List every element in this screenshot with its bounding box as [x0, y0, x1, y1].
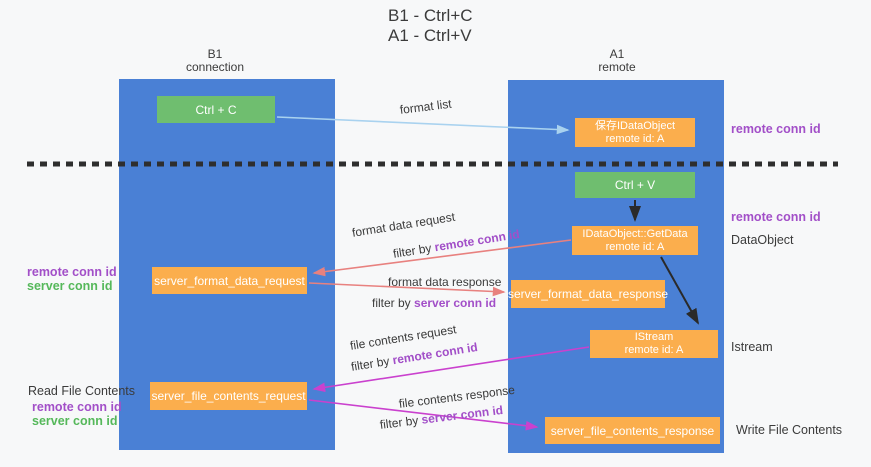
edge-label-filter-server-conn-id-2: filter by server conn id [379, 403, 504, 432]
annotation-read-file-contents: Read File Contents [28, 384, 136, 398]
title-line-2: A1 - Ctrl+V [388, 26, 472, 45]
filter-prefix-2: filter by [372, 296, 415, 310]
annotation-left-remote-conn-id: remote conn id [27, 265, 117, 279]
lane-a1-title: A1 [609, 47, 625, 61]
node-server-format-data-response-label: server_format_data_response [507, 287, 669, 301]
title-line-1: B1 - Ctrl+C [388, 6, 473, 25]
edge-label-format-data-response-text: format data response [388, 275, 502, 289]
annotation-write-file-contents: Write File Contents [736, 423, 843, 437]
lane-a1-subtitle: remote [598, 60, 636, 74]
node-ctrl-c-label: Ctrl + C [195, 102, 237, 117]
filter-key-server-1: server conn id [414, 296, 497, 310]
lane-b1-title: B1 [207, 47, 223, 61]
edge-label-filter-server-conn-id-1: filter by server conn id [372, 296, 496, 310]
node-server-file-contents-response: server_file_contents_response [545, 417, 720, 444]
node-istream-line1: IStream [634, 331, 674, 343]
node-ctrl-v-label: Ctrl + V [614, 178, 656, 192]
annotation-dataobject: DataObject [731, 233, 794, 247]
lane-header-b1: B1 connection [145, 48, 285, 74]
edge-label-filter-remote-conn-id-1: filter by remote conn id [392, 227, 521, 261]
annotation-istream: Istream [731, 340, 773, 354]
edge-label-format-data-response: format data response [388, 275, 501, 289]
edge-label-format-data-request: format data request [351, 210, 456, 240]
node-server-file-contents-request-label: server_file_contents_request [151, 389, 306, 403]
node-save-idataobject-line1: 保存IDataObject [594, 119, 676, 132]
node-getdata-line2: remote id: A [605, 240, 665, 253]
node-ctrl-c: Ctrl + C [157, 96, 275, 123]
lane-header-a1: A1 remote [547, 48, 687, 74]
filter-prefix-4: filter by [379, 412, 423, 432]
edge-label-format-list-text: format list [399, 96, 453, 117]
annotation-remote-conn-id-top: remote conn id [731, 122, 821, 136]
node-getdata-line1: IDataObject::GetData [582, 227, 688, 240]
annotation-remote-conn-id-mid: remote conn id [731, 210, 821, 224]
annotation-left-bottom-server-conn-id: server conn id [32, 414, 118, 428]
node-ctrl-v: Ctrl + V [575, 172, 695, 198]
node-istream-line2: remote id: A [624, 344, 684, 356]
node-save-idataobject: 保存IDataObject remote id: A [575, 118, 695, 147]
node-server-file-contents-request: server_file_contents_request [150, 382, 307, 410]
node-server-format-data-request: server_format_data_request [152, 267, 307, 294]
node-server-format-data-response: server_format_data_response [507, 280, 669, 308]
lane-b1-subtitle: connection [185, 60, 245, 74]
filter-prefix-3: filter by [350, 353, 394, 374]
node-idataobject-getdata: IDataObject::GetData remote id: A [572, 226, 698, 255]
node-save-idataobject-line2: remote id: A [605, 132, 665, 145]
edge-label-format-list: format list [399, 97, 452, 117]
edge-label-format-data-request-text: format data request [351, 209, 456, 240]
node-istream: IStream remote id: A [590, 330, 718, 358]
node-server-format-data-request-label: server_format_data_request [154, 273, 305, 288]
node-server-file-contents-response-label: server_file_contents_response [550, 423, 715, 438]
page-title: B1 - Ctrl+C A1 - Ctrl+V [388, 6, 473, 46]
annotation-left-bottom-remote-conn-id: remote conn id [32, 400, 122, 414]
annotation-left-server-conn-id: server conn id [27, 279, 113, 293]
filter-prefix-1: filter by [392, 240, 436, 261]
